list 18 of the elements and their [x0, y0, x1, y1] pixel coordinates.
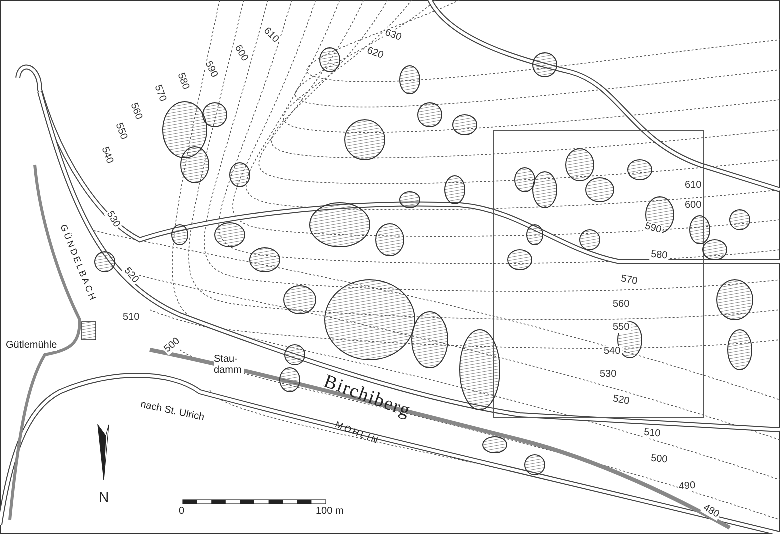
- contour-label: 540: [603, 346, 622, 357]
- scale-label: 0: [179, 506, 185, 517]
- north-label: N: [99, 490, 110, 505]
- contour-label: 550: [612, 322, 631, 333]
- contour-label: 610: [684, 180, 703, 191]
- place-label: Gütlemühle: [6, 340, 58, 351]
- contour-label: 510: [642, 427, 662, 440]
- contour-label: 520: [121, 264, 142, 286]
- contour-label: 600: [684, 200, 703, 211]
- contour-label: 490: [678, 480, 698, 493]
- scale-label: 100 m: [316, 506, 344, 517]
- contour-label: 530: [599, 369, 618, 380]
- contour-label: 560: [612, 299, 631, 310]
- contour-label: 510: [122, 312, 141, 323]
- contour-label: 500: [650, 453, 670, 466]
- contour-label: 580: [650, 249, 670, 262]
- dam-label: Stau-damm: [214, 354, 244, 376]
- contour-label: 530: [104, 208, 123, 230]
